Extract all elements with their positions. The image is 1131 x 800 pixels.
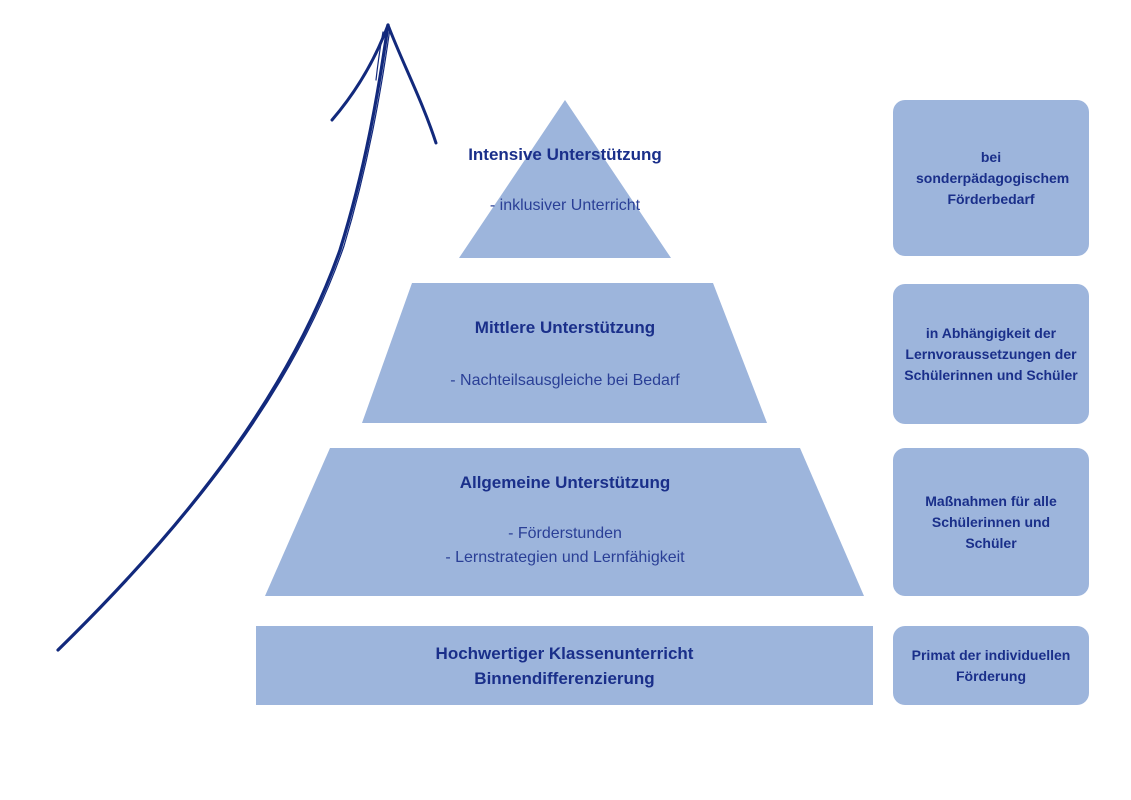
note-intensive: bei sonderpädagogischem Förderbedarf	[893, 100, 1089, 256]
tier-allgemeine-detail-2: - Lernstrategien und Lernfähigkeit	[445, 549, 685, 566]
tier-base-shape	[256, 626, 873, 705]
note-mittlere: in Abhängigkeit der Lernvoraussetzungen …	[893, 284, 1089, 424]
tier-base-subtitle: Binnendifferenzierung	[474, 669, 655, 688]
note-allgemeine-text: Maßnahmen für alle Schülerinnen und Schü…	[925, 492, 1057, 551]
note-intensive-text: bei sonderpädagogischem Förderbedarf	[916, 148, 1070, 207]
tier-base-title: Hochwertiger Klassenunterricht	[435, 644, 694, 663]
note-base-text: Primat der individuellen Förderung	[911, 646, 1071, 684]
tier-mittlere-text: Mittlere Unterstützung - Nachteilsausgle…	[400, 317, 730, 393]
tier-allgemeine-detail-1: - Förderstunden	[508, 525, 622, 542]
note-allgemeine: Maßnahmen für alle Schülerinnen und Schü…	[893, 448, 1089, 596]
tier-base-text: Hochwertiger Klassenunterricht Binnendif…	[256, 643, 873, 690]
tier-allgemeine-shape	[265, 448, 864, 596]
tier-allgemeine-title: Allgemeine Unterstützung	[459, 473, 671, 492]
tier-mittlere-shape	[362, 283, 767, 423]
tier-mittlere-title: Mittlere Unterstützung	[474, 318, 656, 337]
tier-intensive-title: Intensive Unterstützung	[468, 145, 662, 164]
tier-intensive-text: Intensive Unterstützung - inklusiver Unt…	[430, 144, 700, 218]
upward-arrow-icon	[56, 23, 438, 652]
note-mittlere-text: in Abhängigkeit der Lernvoraussetzungen …	[904, 324, 1078, 383]
tier-intensive-detail: - inklusiver Unterricht	[489, 197, 641, 214]
tier-intensive-shape	[459, 100, 671, 258]
note-base: Primat der individuellen Förderung	[893, 626, 1089, 705]
tier-allgemeine-text: Allgemeine Unterstützung - Förderstunden…	[400, 472, 730, 570]
tier-mittlere-detail: - Nachteilsausgleiche bei Bedarf	[450, 372, 680, 389]
